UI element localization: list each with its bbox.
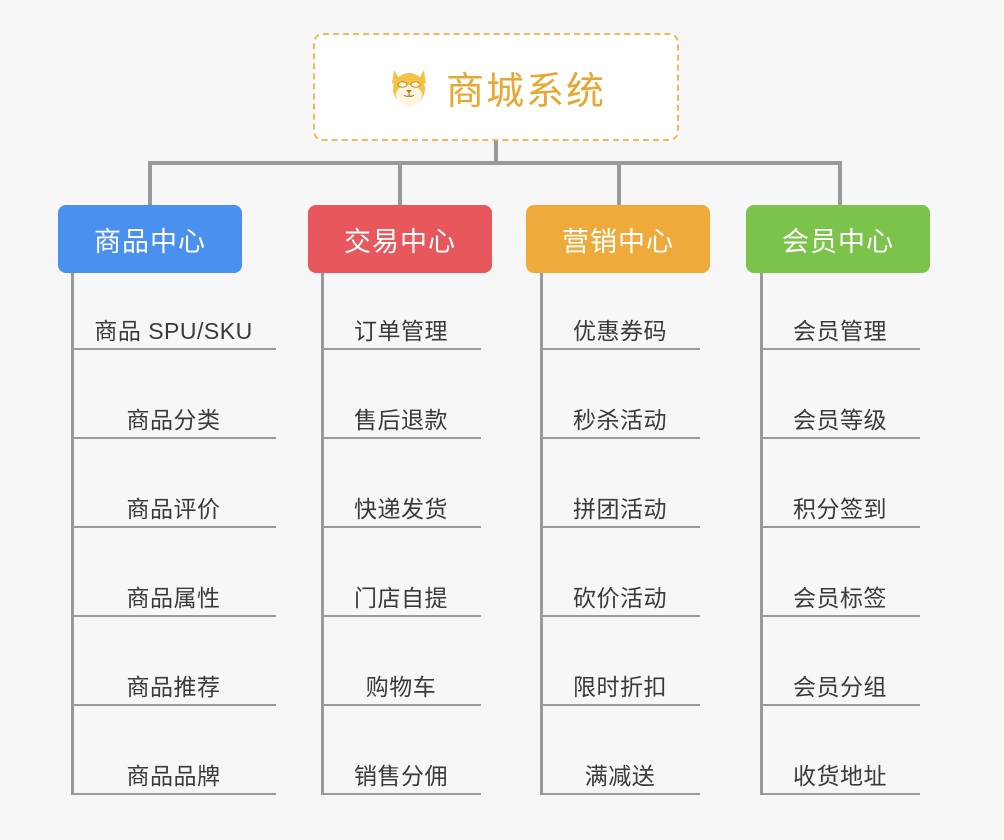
leaf-item-label: 收货地址 bbox=[793, 762, 887, 789]
leaf-item[interactable]: 购物车 bbox=[321, 646, 481, 706]
connector-drop-marketing-center bbox=[617, 161, 621, 207]
category-box-marketing-center[interactable]: 营销中心 bbox=[526, 205, 710, 273]
leaf-item[interactable]: 满减送 bbox=[540, 735, 700, 795]
leaf-item[interactable]: 会员标签 bbox=[760, 557, 920, 617]
leaf-item[interactable]: 会员分组 bbox=[760, 646, 920, 706]
category-label: 商品中心 bbox=[94, 226, 206, 257]
leaf-item[interactable]: 商品品牌 bbox=[71, 735, 276, 795]
leaf-item-label: 商品品牌 bbox=[126, 762, 221, 789]
leaf-item[interactable]: 销售分佣 bbox=[321, 735, 481, 795]
connector-root-stem bbox=[494, 141, 498, 165]
leaf-item[interactable]: 商品推荐 bbox=[71, 646, 276, 706]
leaf-item[interactable]: 秒杀活动 bbox=[540, 379, 700, 439]
leaf-item-label: 会员等级 bbox=[793, 406, 887, 433]
leaf-item[interactable]: 限时折扣 bbox=[540, 646, 700, 706]
leaf-item-label: 商品推荐 bbox=[126, 673, 221, 700]
leaf-item-label: 优惠券码 bbox=[573, 317, 667, 344]
category-box-product-center[interactable]: 商品中心 bbox=[58, 205, 242, 273]
leaf-item[interactable]: 砍价活动 bbox=[540, 557, 700, 617]
connector-drop-product-center bbox=[148, 161, 152, 207]
leaf-item-label: 商品分类 bbox=[126, 406, 221, 433]
leaf-item-label: 购物车 bbox=[365, 673, 437, 700]
connector-drop-trade-center bbox=[398, 161, 402, 207]
leaf-item[interactable]: 商品属性 bbox=[71, 557, 276, 617]
leaf-item-label: 秒杀活动 bbox=[573, 406, 667, 433]
leaf-item-label: 订单管理 bbox=[354, 317, 448, 344]
connector-horizontal-bus bbox=[148, 161, 842, 165]
leaf-item[interactable]: 快递发货 bbox=[321, 468, 481, 528]
category-label: 会员中心 bbox=[782, 226, 894, 257]
leaf-item[interactable]: 门店自提 bbox=[321, 557, 481, 617]
leaf-item[interactable]: 订单管理 bbox=[321, 290, 481, 350]
leaf-item-label: 拼团活动 bbox=[573, 495, 667, 522]
leaf-item[interactable]: 商品分类 bbox=[71, 379, 276, 439]
leaf-spine-trade-center bbox=[321, 273, 324, 795]
leaf-item-label: 满减送 bbox=[584, 762, 656, 789]
leaf-item-label: 商品 SPU/SKU bbox=[94, 317, 253, 344]
root-node-shop-system[interactable]: 商城系统 bbox=[313, 33, 679, 141]
leaf-item-label: 销售分佣 bbox=[354, 762, 448, 789]
leaf-item[interactable]: 收货地址 bbox=[760, 735, 920, 795]
leaf-item[interactable]: 优惠券码 bbox=[540, 290, 700, 350]
connector-drop-member-center bbox=[838, 161, 842, 207]
leaf-item-label: 售后退款 bbox=[354, 406, 448, 433]
leaf-item[interactable]: 会员管理 bbox=[760, 290, 920, 350]
category-box-trade-center[interactable]: 交易中心 bbox=[308, 205, 492, 273]
leaf-item-label: 限时折扣 bbox=[573, 673, 667, 700]
leaf-spine-marketing-center bbox=[540, 273, 543, 795]
leaf-item[interactable]: 售后退款 bbox=[321, 379, 481, 439]
leaf-item-label: 会员分组 bbox=[793, 673, 887, 700]
leaf-item-label: 门店自提 bbox=[354, 584, 448, 611]
leaf-spine-product-center bbox=[71, 273, 74, 795]
leaf-item-label: 会员标签 bbox=[793, 584, 887, 611]
leaf-item-label: 商品评价 bbox=[126, 495, 221, 522]
leaf-item[interactable]: 会员等级 bbox=[760, 379, 920, 439]
category-box-member-center[interactable]: 会员中心 bbox=[746, 205, 930, 273]
leaf-item[interactable]: 商品评价 bbox=[71, 468, 276, 528]
category-label: 营销中心 bbox=[562, 226, 674, 257]
category-label: 交易中心 bbox=[344, 226, 456, 257]
root-node-title: 商城系统 bbox=[445, 70, 606, 113]
leaf-item-label: 商品属性 bbox=[126, 584, 221, 611]
leaf-item-label: 砍价活动 bbox=[573, 584, 667, 611]
shiba-dog-face-icon bbox=[386, 64, 432, 110]
leaf-item[interactable]: 积分签到 bbox=[760, 468, 920, 528]
leaf-item-label: 快递发货 bbox=[354, 495, 448, 522]
leaf-spine-member-center bbox=[760, 273, 763, 795]
leaf-item[interactable]: 商品 SPU/SKU bbox=[71, 290, 276, 350]
leaf-item-label: 会员管理 bbox=[793, 317, 887, 344]
leaf-item-label: 积分签到 bbox=[793, 495, 887, 522]
leaf-item[interactable]: 拼团活动 bbox=[540, 468, 700, 528]
